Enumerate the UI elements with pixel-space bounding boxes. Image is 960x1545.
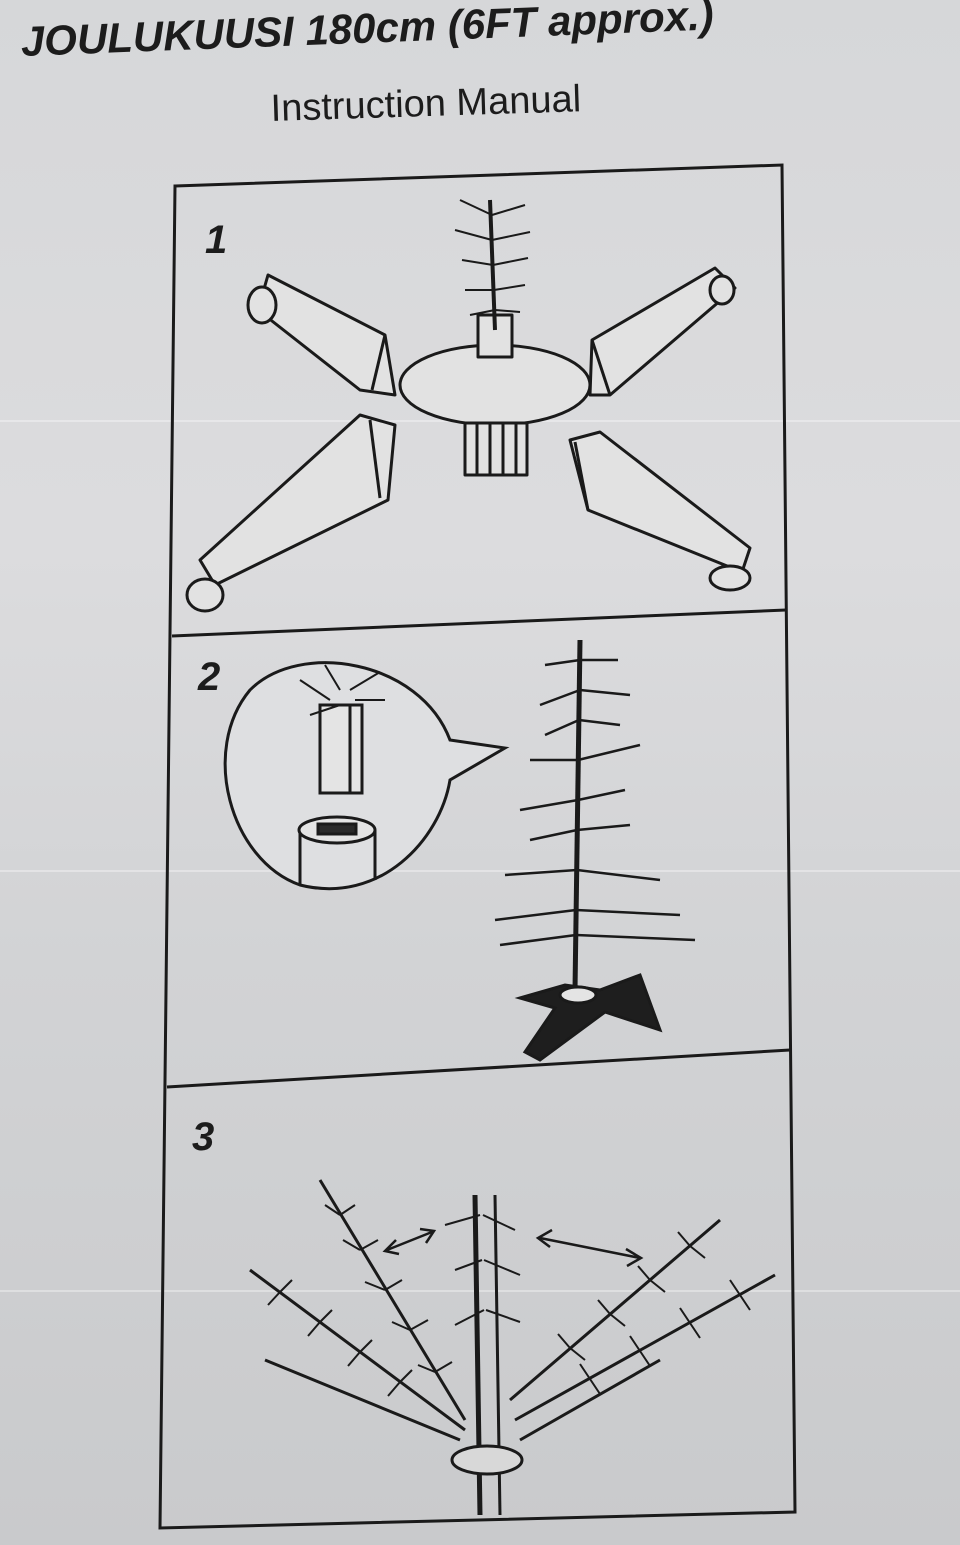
spread-arrow-icon: [535, 1228, 644, 1268]
step-2-insert-illustration: [223, 639, 696, 1062]
step-2-number: 2: [198, 655, 221, 699]
step-3-spread-illustration: [249, 1179, 776, 1516]
spread-arrow-icon: [382, 1227, 437, 1256]
paper-crease: [0, 1290, 960, 1292]
step-1-number: 1: [205, 218, 228, 262]
step-3-number: 3: [192, 1115, 215, 1159]
instruction-frame: [158, 163, 797, 1530]
step-1-stand-illustration: [185, 199, 752, 613]
paper-crease: [0, 870, 960, 872]
